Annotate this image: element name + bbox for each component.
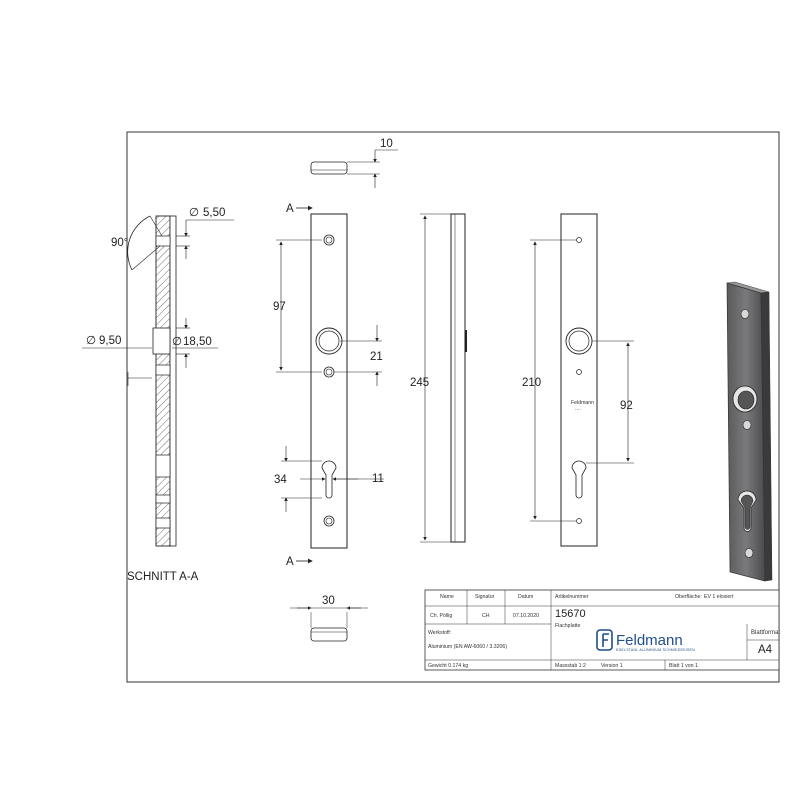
company-name: Feldmann <box>616 632 683 649</box>
title-block: Name Signatur Datum Artikelnummer Oberfl… <box>424 589 780 671</box>
header-signature: Signatur <box>475 594 495 600</box>
header-article: Artikelnummer <box>555 594 589 600</box>
top-thickness-view <box>310 161 348 175</box>
drawing-frame <box>126 131 780 683</box>
header-name: Name <box>440 594 454 600</box>
section-view: 90° ∅ 5,50 ∅ 9,50 ∅ 18,50 SCHNITT A-A <box>82 207 234 583</box>
part-name: Flachplatte <box>555 623 580 629</box>
drawn-name: Ch. Pöllig <box>430 613 452 619</box>
section-label: SCHNITT A-A <box>127 571 199 583</box>
drawn-signature: CH <box>482 613 490 619</box>
section-marker-bottom: A <box>286 556 294 568</box>
sheet-format-value: A4 <box>758 644 773 656</box>
company-sub: EDELSTAHL ALUMINIUM SCHMIEDEEISEN <box>616 648 695 652</box>
thickness-dim: 10 <box>380 138 393 150</box>
pz-distance-dim: 92 <box>620 400 633 412</box>
plate-3d-render <box>726 281 773 582</box>
weight: Gewicht 0.174 kg <box>428 663 468 669</box>
side-plate <box>450 213 466 543</box>
side-view: 245 <box>410 213 467 543</box>
feldmann-logo: Feldmann EDELSTAHL ALUMINIUM SCHMIEDEEIS… <box>596 629 695 652</box>
dia-symbol-small: ∅ <box>189 207 199 219</box>
header-date: Datum <box>518 594 533 600</box>
dia-symbol-large: ∅ <box>172 336 182 348</box>
drawn-date: 07.10.2020 <box>513 613 539 619</box>
total-length-dim: 245 <box>410 377 429 389</box>
bottom-width-view <box>310 627 348 642</box>
spacing-top-dim: 97 <box>273 301 286 313</box>
hole-countersink-dim: 9,50 <box>99 335 121 347</box>
article-number: 15670 <box>555 608 586 620</box>
plate-engraving-brand: Feldmann <box>571 400 594 406</box>
cyl-width-dim: 11 <box>372 473 384 485</box>
surface-label: Oberfläche: <box>675 594 702 600</box>
angle-label: 90° <box>111 237 128 249</box>
sheet-format-label: Blattformat <box>751 630 780 636</box>
front-view: 10 A A 97 21 34 <box>273 138 398 642</box>
material-value: Aluminium (EN AW-6060 / 3.3206) <box>428 644 507 650</box>
width-dim: 30 <box>322 595 335 607</box>
version: Version 1 <box>601 663 623 669</box>
dia-symbol-countersink: ∅ <box>86 335 96 347</box>
spacing-mid-dim: 21 <box>370 351 383 363</box>
plate-engraving-code: .... <box>575 406 581 412</box>
hole-small-dim: 5,50 <box>203 207 225 219</box>
back-view: Feldmann .... 210 92 <box>522 213 634 547</box>
surface-value: EV 1 eloxiert <box>704 594 734 600</box>
section-marker-top: A <box>286 203 294 215</box>
sheet-number: Blatt 1 von 1 <box>669 663 698 669</box>
hole-large-dim: 18,50 <box>183 336 212 348</box>
scale: Massstab 1:2 <box>555 663 586 669</box>
spacing-cyl-dim: 34 <box>274 474 287 486</box>
hole-distance-dim: 210 <box>522 377 541 389</box>
material-label: Werkstoff: <box>428 630 451 636</box>
